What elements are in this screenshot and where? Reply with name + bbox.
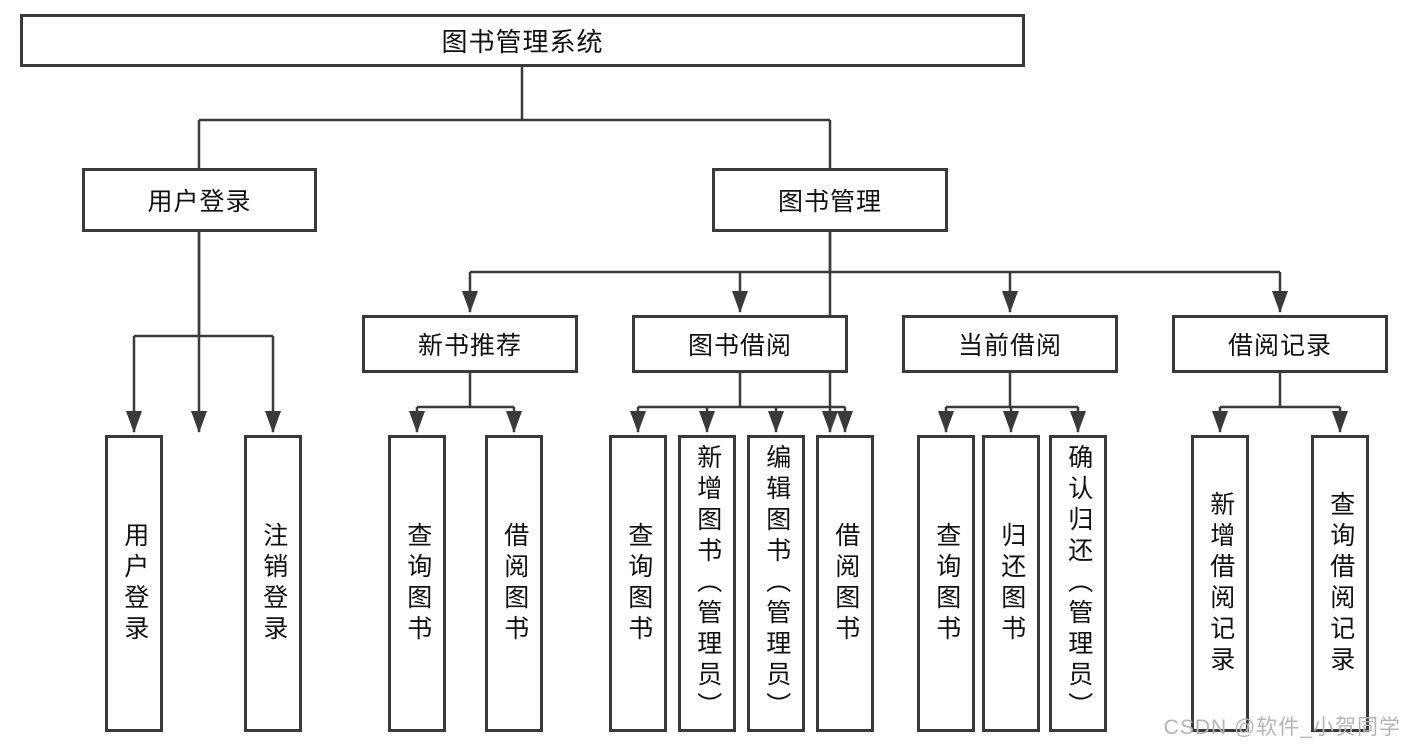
- leaf-return-book-label: 归还图书: [997, 521, 1026, 646]
- connector-book-borrow-to-leaves: [630, 373, 853, 433]
- leaf-query-books-2: 查询图书: [609, 435, 667, 732]
- connector-root-to-level2: [191, 67, 838, 433]
- leaf-query-books-2-label: 查询图书: [624, 521, 653, 646]
- leaf-logout-label: 注销登录: [259, 521, 288, 646]
- leaf-add-borrow-record: 新增借阅记录: [1191, 435, 1249, 732]
- node-book-borrow: 图书借阅: [632, 315, 848, 373]
- csdn-watermark: CSDN @软件_小贺同学: [1163, 716, 1401, 739]
- leaf-edit-book-admin: 编辑图书（管理员）: [747, 435, 805, 732]
- node-new-book-recommend-label: 新书推荐: [417, 332, 522, 360]
- leaf-borrow-books-1: 借阅图书: [485, 435, 543, 732]
- leaf-logout: 注销登录: [244, 435, 302, 732]
- leaf-confirm-return-admin-label: 确认归还（管理员）: [1064, 444, 1093, 723]
- leaf-add-book-admin: 新增图书（管理员）: [678, 435, 736, 732]
- node-root: 图书管理系统: [20, 14, 1025, 67]
- connector-borrow-record-to-leaves: [1212, 373, 1348, 433]
- leaf-add-book-admin-label: 新增图书（管理员）: [693, 444, 722, 723]
- leaf-return-book: 归还图书: [982, 435, 1040, 732]
- node-user-login-label: 用户登录: [147, 188, 252, 216]
- node-current-borrow: 当前借阅: [902, 315, 1118, 373]
- leaf-query-borrow-record-label: 查询借阅记录: [1326, 490, 1355, 677]
- leaf-query-books-3-label: 查询图书: [932, 521, 961, 646]
- connector-book-management-to-level3: [462, 232, 1288, 313]
- node-book-management-label: 图书管理: [777, 188, 882, 216]
- leaf-query-books-1-label: 查询图书: [403, 521, 432, 646]
- node-new-book-recommend: 新书推荐: [362, 315, 578, 373]
- leaf-add-borrow-record-label: 新增借阅记录: [1206, 490, 1235, 677]
- leaf-borrow-books-2-label: 借阅图书: [831, 521, 860, 646]
- node-root-label: 图书管理系统: [441, 27, 604, 57]
- node-book-borrow-label: 图书借阅: [687, 332, 792, 360]
- node-user-login: 用户登录: [82, 168, 317, 232]
- connector-user-login-to-leaves: [126, 232, 281, 433]
- leaf-edit-book-admin-label: 编辑图书（管理员）: [762, 444, 791, 723]
- leaf-borrow-books-1-label: 借阅图书: [500, 521, 529, 646]
- leaf-confirm-return-admin: 确认归还（管理员）: [1049, 435, 1107, 732]
- leaf-borrow-books-2: 借阅图书: [816, 435, 874, 732]
- node-borrow-records: 借阅记录: [1172, 315, 1388, 373]
- connector-current-borrow-to-leaves: [938, 373, 1086, 433]
- leaf-query-borrow-record: 查询借阅记录: [1311, 435, 1369, 732]
- leaf-query-books-3: 查询图书: [917, 435, 975, 732]
- connector-new-book-to-leaves: [409, 373, 522, 433]
- node-book-management: 图书管理: [712, 168, 948, 232]
- leaf-query-books-1: 查询图书: [388, 435, 446, 732]
- leaf-user-login: 用户登录: [105, 435, 163, 732]
- node-current-borrow-label: 当前借阅: [957, 332, 1062, 360]
- leaf-user-login-label: 用户登录: [120, 521, 149, 646]
- node-borrow-records-label: 借阅记录: [1227, 332, 1332, 360]
